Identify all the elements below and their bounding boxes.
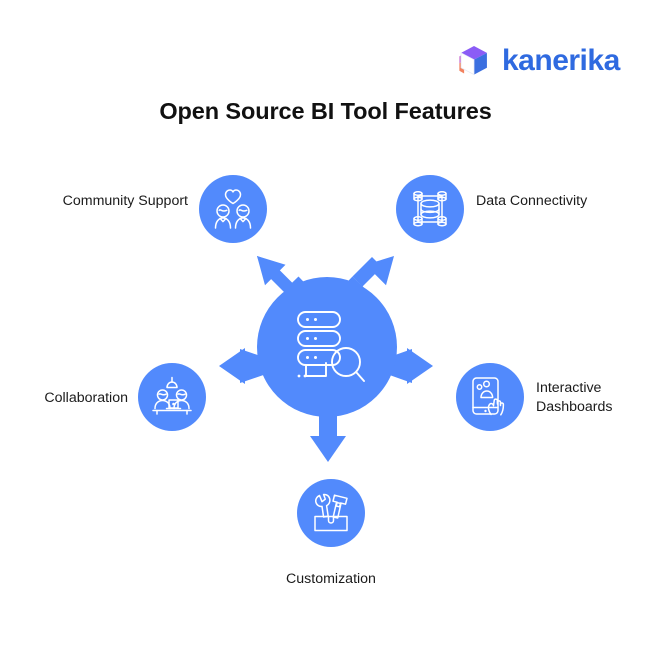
brand-name: kanerika [502, 44, 620, 77]
spoke-label-interactive-dashboards: Interactive Dashboards [536, 380, 613, 415]
spoke-node-customization[interactable] [297, 479, 365, 547]
spoke-node-community-support[interactable] [199, 175, 267, 243]
kanerika-cube-logo-icon [459, 45, 487, 76]
database-search-icon [297, 311, 365, 382]
spoke-node-collaboration[interactable] [138, 363, 206, 431]
connected-databases-icon [413, 191, 447, 227]
hub-node[interactable] [257, 277, 397, 417]
page-title: Open Source BI Tool Features [159, 98, 492, 124]
team-desk-laptop-icon [152, 376, 192, 415]
spoke-label-community-support: Community Support [62, 193, 188, 209]
hand-tablet-chart-icon [472, 377, 505, 416]
toolbox-wrench-hammer-icon [314, 493, 348, 532]
spoke-node-data-connectivity[interactable] [396, 175, 464, 243]
spoke-node-interactive-dashboards[interactable] [456, 363, 524, 431]
people-heart-icon [214, 189, 252, 229]
spoke-label-data-connectivity: Data Connectivity [476, 193, 588, 209]
brand-logo: kanerika [455, 40, 620, 82]
spoke-label-customization: Customization [286, 571, 376, 587]
spoke-label-collaboration: Collaboration [44, 390, 128, 406]
